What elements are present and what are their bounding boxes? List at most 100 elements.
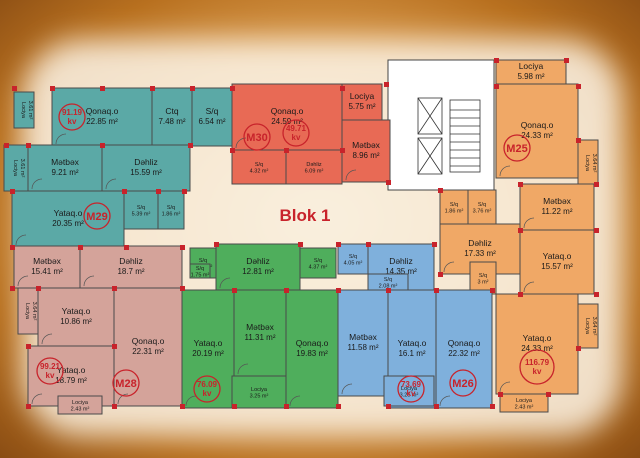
- room-area: 3.64 m²: [591, 317, 597, 336]
- column-post: [576, 346, 581, 351]
- unit-markers: M2991.19kvM3049.71kvM25M2899.21kv76.09kv…: [36, 103, 555, 403]
- door-swing: [523, 217, 535, 229]
- room-name: Dəhliz: [306, 162, 322, 168]
- room-area: 20.19 m²: [192, 349, 224, 358]
- unit-id-circle: [243, 123, 271, 151]
- column-post: [432, 242, 437, 247]
- unit-total-unit: kv: [203, 389, 212, 398]
- room-fill: [231, 149, 287, 185]
- column-post: [26, 404, 31, 409]
- room-name: S/q: [137, 205, 145, 211]
- room-area: 2.43 m²: [71, 406, 90, 412]
- room-yataq-o: Yataq.o24.33 m²: [495, 293, 579, 395]
- room-area: 1.86 m²: [162, 211, 181, 217]
- door-swing: [439, 395, 451, 407]
- room-name: Dəhliz: [134, 157, 158, 167]
- room-area: 3.25 m²: [400, 392, 419, 398]
- column-post: [180, 245, 185, 250]
- room-fill: [285, 289, 339, 409]
- door-swing: [55, 133, 67, 145]
- column-post: [124, 245, 129, 250]
- unit-total-area: 73.69: [401, 380, 422, 389]
- room-area: 5.75 m²: [348, 102, 375, 111]
- column-post: [490, 404, 495, 409]
- room-fill: [435, 289, 493, 409]
- column-post: [336, 288, 341, 293]
- room-name: Lociya: [401, 386, 418, 392]
- door-swing: [345, 169, 357, 181]
- column-post: [518, 182, 523, 187]
- unit-id-circle: [503, 134, 531, 162]
- room-fill: [383, 375, 435, 407]
- room-area: 9.21 m²: [51, 168, 78, 177]
- room-area: 1.75 m²: [191, 272, 210, 278]
- column-post: [10, 286, 15, 291]
- room-fill: [157, 190, 185, 230]
- unit-total-circle: [519, 349, 555, 385]
- room-area: 2.43 m²: [515, 404, 534, 410]
- unit-total-circle: [282, 119, 310, 147]
- room-area: 3 m²: [478, 279, 489, 285]
- room-area: 19.83 m²: [296, 349, 328, 358]
- column-post: [26, 143, 31, 148]
- unit-total-circle: [36, 357, 64, 385]
- room-s-q: S/q1.86 m²: [157, 190, 185, 230]
- column-post: [26, 344, 31, 349]
- column-post: [150, 86, 155, 91]
- room-fill: [13, 91, 35, 129]
- room-name: S/q: [314, 258, 322, 264]
- column-post: [490, 288, 495, 293]
- unit-id-circle: [112, 369, 140, 397]
- door-swing: [499, 165, 511, 177]
- unit-marker-m25: M25: [503, 134, 531, 162]
- room-fill: [37, 287, 115, 347]
- door-swing: [341, 383, 353, 395]
- room-s-q: S/q4.05 m²: [337, 243, 369, 275]
- room-name: Lociya: [350, 91, 375, 101]
- room-name: Lociya: [72, 400, 89, 406]
- column-post: [386, 404, 391, 409]
- room-name: Yataq.o: [54, 208, 83, 218]
- column-post: [498, 392, 503, 397]
- room-area: 11.58 m²: [348, 343, 379, 352]
- column-post: [156, 189, 161, 194]
- room-area: 4.37 m²: [309, 264, 328, 270]
- room-yataq-o: Yataq.o15.57 m²: [519, 229, 595, 295]
- room-name: Yataq.o: [194, 338, 223, 348]
- room-fill: [519, 229, 595, 295]
- room-fill: [341, 83, 383, 121]
- column-post: [100, 143, 105, 148]
- door-swing: [31, 178, 43, 190]
- unit-total-area: 99.21: [40, 362, 61, 371]
- door-swing: [523, 281, 535, 293]
- room-area: 17.33 m²: [464, 249, 496, 258]
- room-name: Lociya: [516, 398, 533, 404]
- room-area: 2.08 m²: [379, 283, 398, 289]
- unit-total-unit: kv: [68, 117, 77, 126]
- door-swing: [289, 395, 301, 407]
- column-post: [284, 288, 289, 293]
- room-fill: [231, 83, 343, 151]
- room-area: 5.39 m²: [132, 211, 151, 217]
- room-fill: [57, 395, 103, 415]
- elevator-1: [417, 97, 443, 135]
- column-post: [594, 228, 599, 233]
- unit-total-unit: kv: [407, 389, 416, 398]
- core-outline: [387, 59, 495, 191]
- room-fill: [299, 247, 337, 279]
- room-fill: [191, 87, 233, 147]
- room-fill: [495, 83, 579, 179]
- room-area: 11.22 m²: [542, 207, 573, 216]
